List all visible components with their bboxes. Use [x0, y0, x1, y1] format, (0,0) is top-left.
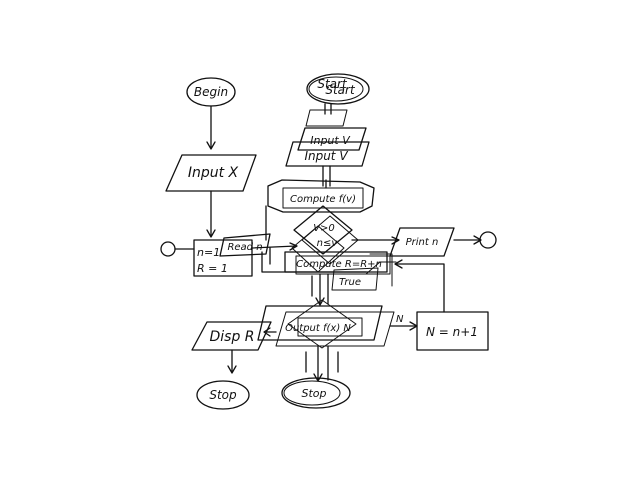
- edge-n-label: N: [396, 314, 404, 325]
- start-terminal-overlay: [308, 76, 364, 102]
- decision-text-b: n≤v: [317, 238, 339, 249]
- input-v-text-a: Input V: [310, 134, 351, 147]
- input-v-box-a: [297, 127, 367, 151]
- disp-r-box: [191, 321, 272, 351]
- arrowhead: [263, 327, 271, 337]
- compute-r-text: Compute R=R+n: [296, 259, 382, 270]
- start-text-a: Start: [317, 77, 348, 91]
- begin-text: Begin: [194, 85, 228, 99]
- arrow-init-read: [251, 245, 297, 249]
- true-box: [331, 267, 379, 291]
- compute-f-inner: [282, 187, 364, 209]
- true-connector-2: [369, 253, 393, 287]
- arrowhead: [289, 242, 298, 251]
- increment-box: [416, 311, 489, 351]
- input-x-box: [165, 154, 257, 192]
- output-box: [257, 305, 383, 341]
- compute-f-box: [267, 179, 375, 213]
- init-r-text: R = 1: [197, 262, 228, 275]
- arrowhead: [206, 229, 216, 238]
- stop-terminal-center: [281, 377, 351, 409]
- input-x-text: Input X: [188, 165, 239, 181]
- input-v-text-b: Input V: [304, 149, 348, 163]
- arrowhead: [394, 259, 403, 269]
- stop-terminal-left: [196, 380, 250, 410]
- output-diamond: [287, 299, 357, 349]
- print-n-text: Print n: [406, 237, 439, 248]
- stop-terminal-center-overlay: [283, 380, 341, 406]
- true-connector: [365, 261, 397, 275]
- arrowhead: [227, 365, 237, 374]
- output-box-overlay: [275, 311, 395, 347]
- true-text: True: [339, 277, 361, 288]
- input-v-box-b: [285, 141, 370, 167]
- arrowhead: [206, 141, 216, 150]
- increment-text: N = n+1: [426, 325, 478, 339]
- start-terminal: [306, 73, 370, 105]
- decision-diamond-a: [293, 205, 353, 255]
- arrowhead: [473, 235, 482, 245]
- read-n-text: Read n: [227, 242, 262, 253]
- print-n-box: [389, 227, 455, 257]
- output-inner: [297, 317, 363, 337]
- compute-f-text: Compute f(v): [290, 194, 356, 205]
- output-text: Output f(x) N: [285, 323, 351, 334]
- loop-back-line: [395, 263, 445, 313]
- left-connector: [160, 241, 176, 257]
- decision-text-a: V>0: [313, 223, 335, 234]
- init-n-text: n=1: [197, 246, 220, 259]
- read-n-box: [219, 233, 271, 257]
- right-connector: [479, 231, 497, 249]
- small-parallelogram: [305, 109, 348, 127]
- stop-center-text: Stop: [301, 387, 326, 400]
- disp-r-text: Disp R: [209, 329, 254, 345]
- start-text-b: Start: [325, 83, 356, 97]
- compute-r-inner: [295, 255, 391, 275]
- stop-left-text: Stop: [209, 388, 237, 402]
